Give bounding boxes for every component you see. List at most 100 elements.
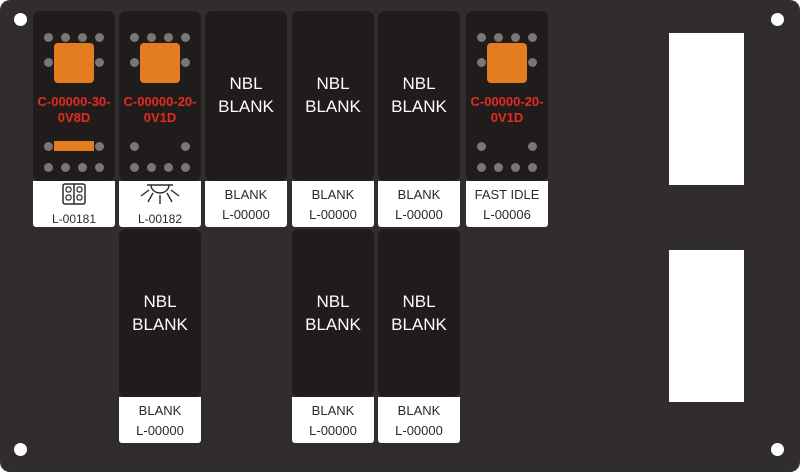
- dot: [130, 142, 139, 151]
- dot: [95, 58, 104, 67]
- switch-top-line-2: BLANK: [305, 315, 361, 334]
- dot: [78, 33, 87, 42]
- legend-label-8: BLANK L-00000: [292, 397, 374, 443]
- legend-label-4: BLANK L-00000: [292, 181, 374, 227]
- part-code-line-2: 0V8D: [57, 110, 91, 125]
- switch-top-line-1: NBL: [316, 74, 350, 93]
- blank-switch-9[interactable]: NBL BLANK: [378, 229, 460, 397]
- dot: [44, 58, 53, 67]
- dot: [95, 142, 104, 151]
- switch-top-line-1: NBL: [402, 292, 436, 311]
- legend-text: FAST IDLE: [474, 187, 540, 202]
- dot: [78, 163, 87, 172]
- switch-top-line-2: BLANK: [305, 97, 361, 116]
- mounting-hole-top-right: [771, 13, 784, 26]
- dot: [95, 163, 104, 172]
- legend-part-number: L-00000: [395, 423, 443, 438]
- legend-part-number: L-00000: [222, 207, 270, 222]
- dot: [477, 33, 486, 42]
- dot: [44, 142, 53, 151]
- dot: [528, 163, 537, 172]
- part-code-line-1: C-00000-20-: [123, 94, 197, 109]
- legend-part-number: L-00000: [309, 423, 357, 438]
- indicator-dots-top: [130, 33, 190, 43]
- legend-label-6: FAST IDLE L-00006: [466, 181, 548, 227]
- dot: [181, 142, 190, 151]
- panel-cutout-top: [669, 33, 744, 185]
- legend-part-number: L-00181: [51, 212, 97, 226]
- switch-top-line-1: NBL: [316, 292, 350, 311]
- dot: [511, 33, 520, 42]
- legend-part-number: L-00000: [136, 423, 184, 438]
- blank-switch-5[interactable]: NBL BLANK: [378, 11, 460, 181]
- rocker-switch-2[interactable]: C-00000-20- 0V1D: [119, 11, 201, 181]
- legend-label-7: BLANK L-00000: [119, 397, 201, 443]
- legend-text: BLANK: [138, 403, 182, 418]
- legend-label-5: BLANK L-00000: [378, 181, 460, 227]
- legend-label-9: BLANK L-00000: [378, 397, 460, 443]
- dot: [511, 163, 520, 172]
- dot: [494, 163, 503, 172]
- switch-top-line-2: BLANK: [391, 315, 447, 334]
- dot: [44, 33, 53, 42]
- legend-text: BLANK: [397, 403, 441, 418]
- rocker-switch-6[interactable]: C-00000-20- 0V1D: [466, 11, 548, 181]
- dot: [147, 33, 156, 42]
- dot: [95, 33, 104, 42]
- mounting-hole-top-left: [14, 13, 27, 26]
- panel-cutout-bottom: [669, 250, 744, 402]
- dot: [528, 142, 537, 151]
- blank-switch-3[interactable]: NBL BLANK: [205, 11, 287, 181]
- legend-label-1: L-00181: [33, 181, 115, 227]
- indicator-dots-bottom: [477, 163, 537, 173]
- dot: [147, 163, 156, 172]
- switch-top-line-1: NBL: [229, 74, 263, 93]
- legend-part-number: L-00000: [395, 207, 443, 222]
- mounting-hole-bottom-left: [14, 443, 27, 456]
- part-code-line-2: 0V1D: [490, 110, 524, 125]
- dot: [130, 33, 139, 42]
- indicator-dots-bottom: [130, 163, 190, 173]
- legend-text: BLANK: [311, 403, 355, 418]
- dot: [528, 33, 537, 42]
- rocker-switch-1[interactable]: C-00000-30- 0V8D: [33, 11, 115, 181]
- dot: [44, 163, 53, 172]
- dot: [181, 163, 190, 172]
- part-code-line-2: 0V1D: [143, 110, 177, 125]
- indicator-dots-top: [44, 33, 104, 43]
- mounting-hole-bottom-right: [771, 443, 784, 456]
- indicator-dots-bottom: [44, 163, 104, 173]
- blank-switch-8[interactable]: NBL BLANK: [292, 229, 374, 397]
- light-burst-icon: [140, 184, 180, 204]
- dot: [164, 163, 173, 172]
- switch-top-line-2: BLANK: [391, 97, 447, 116]
- legend-text: BLANK: [397, 187, 441, 202]
- legend-label-2: L-00182: [119, 181, 201, 227]
- part-code-line-1: C-00000-20-: [470, 94, 544, 109]
- dot: [181, 58, 190, 67]
- switch-top-line-2: BLANK: [218, 97, 274, 116]
- dot: [130, 163, 139, 172]
- dot: [130, 58, 139, 67]
- dot: [164, 33, 173, 42]
- blank-switch-4[interactable]: NBL BLANK: [292, 11, 374, 181]
- led-indicator-icon: [140, 43, 180, 83]
- dot: [494, 33, 503, 42]
- legend-part-number: L-00006: [483, 207, 531, 222]
- dot: [477, 142, 486, 151]
- led-indicator-icon: [487, 43, 527, 83]
- legend-part-number: L-00182: [137, 212, 183, 226]
- part-code-line-1: C-00000-30-: [37, 94, 111, 109]
- led-indicator-icon: [54, 43, 94, 83]
- dot: [477, 163, 486, 172]
- dot: [528, 58, 537, 67]
- dot: [181, 33, 190, 42]
- switch-top-line-1: NBL: [143, 292, 177, 311]
- blank-switch-7[interactable]: NBL BLANK: [119, 229, 201, 397]
- switch-top-line-2: BLANK: [132, 315, 188, 334]
- dot: [61, 163, 70, 172]
- legend-text: BLANK: [224, 187, 268, 202]
- legend-text: BLANK: [311, 187, 355, 202]
- legend-label-3: BLANK L-00000: [205, 181, 287, 227]
